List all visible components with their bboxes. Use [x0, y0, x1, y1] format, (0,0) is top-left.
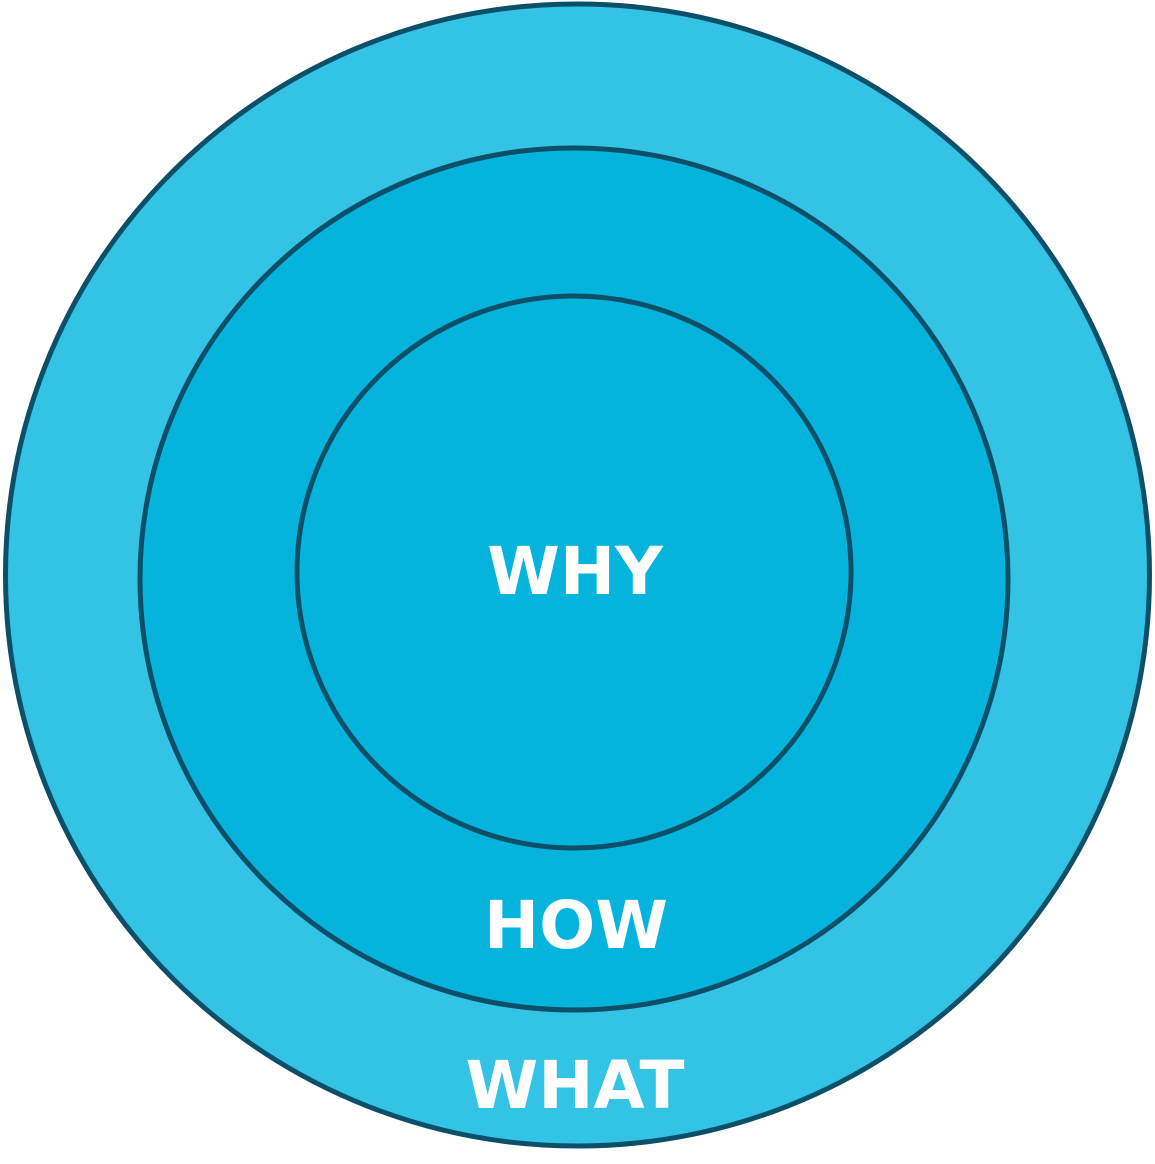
label-why: WHY [487, 533, 664, 610]
label-what: WHAT [465, 1047, 684, 1124]
inner-circle-why [294, 293, 854, 851]
label-how: HOW [484, 887, 668, 964]
